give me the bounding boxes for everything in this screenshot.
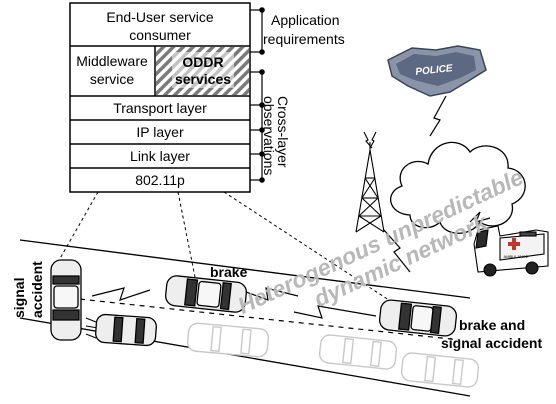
projection-lines (57, 191, 399, 307)
accident-car (50, 259, 99, 341)
police-sign-text: POLICE (415, 63, 454, 78)
police-badge-icon: POLICE (387, 45, 487, 97)
transport-layer-label: Transport layer (113, 100, 207, 116)
brake-and-signal-label-1: brake and (459, 317, 525, 333)
ambulance-text: AMBULANCE (504, 254, 529, 259)
protocol-stack: End-User service consumer Middleware ser… (69, 2, 251, 193)
brake-and-signal-label-2: signal accident (441, 335, 542, 351)
small-car (95, 313, 157, 347)
signal-accident-label-1: signal (11, 278, 27, 318)
braking-car (164, 275, 248, 313)
brake-label: brake (210, 264, 248, 280)
stack-frame (69, 2, 251, 193)
faded-car-2 (318, 334, 398, 370)
application-requirements-1: Application (271, 12, 340, 28)
ip-layer-label: IP layer (136, 124, 184, 140)
link-layer-label: Link layer (130, 148, 190, 164)
oddr-label-2: services (175, 71, 231, 87)
middleware-label-1: Middleware (76, 53, 148, 69)
phy-layer-label: 802.11p (135, 172, 185, 188)
faded-cars (186, 322, 480, 388)
cross-layer-bracket (250, 69, 265, 183)
road (19, 239, 471, 397)
cross-layer-label-2: observations (261, 96, 277, 175)
ambulance-icon: AMBULANCE (473, 225, 549, 277)
signal-accident-label-2: accident (29, 261, 45, 318)
end-user-label-1: End-User service (106, 9, 214, 25)
cross-layer-label-1: Cross-layer (275, 96, 291, 168)
wireless-links (91, 95, 491, 319)
middleware-label-2: service (90, 71, 135, 87)
front-car (378, 299, 458, 337)
faded-car-3 (400, 352, 480, 388)
faded-car-1 (186, 322, 270, 358)
cloud-icon (390, 141, 526, 234)
tower-icon (355, 131, 385, 233)
oddr-label-1: ODDR (182, 54, 223, 70)
application-requirements-2: requirements (263, 31, 345, 47)
end-user-label-2: consumer (129, 27, 191, 43)
application-bracket (250, 7, 265, 55)
